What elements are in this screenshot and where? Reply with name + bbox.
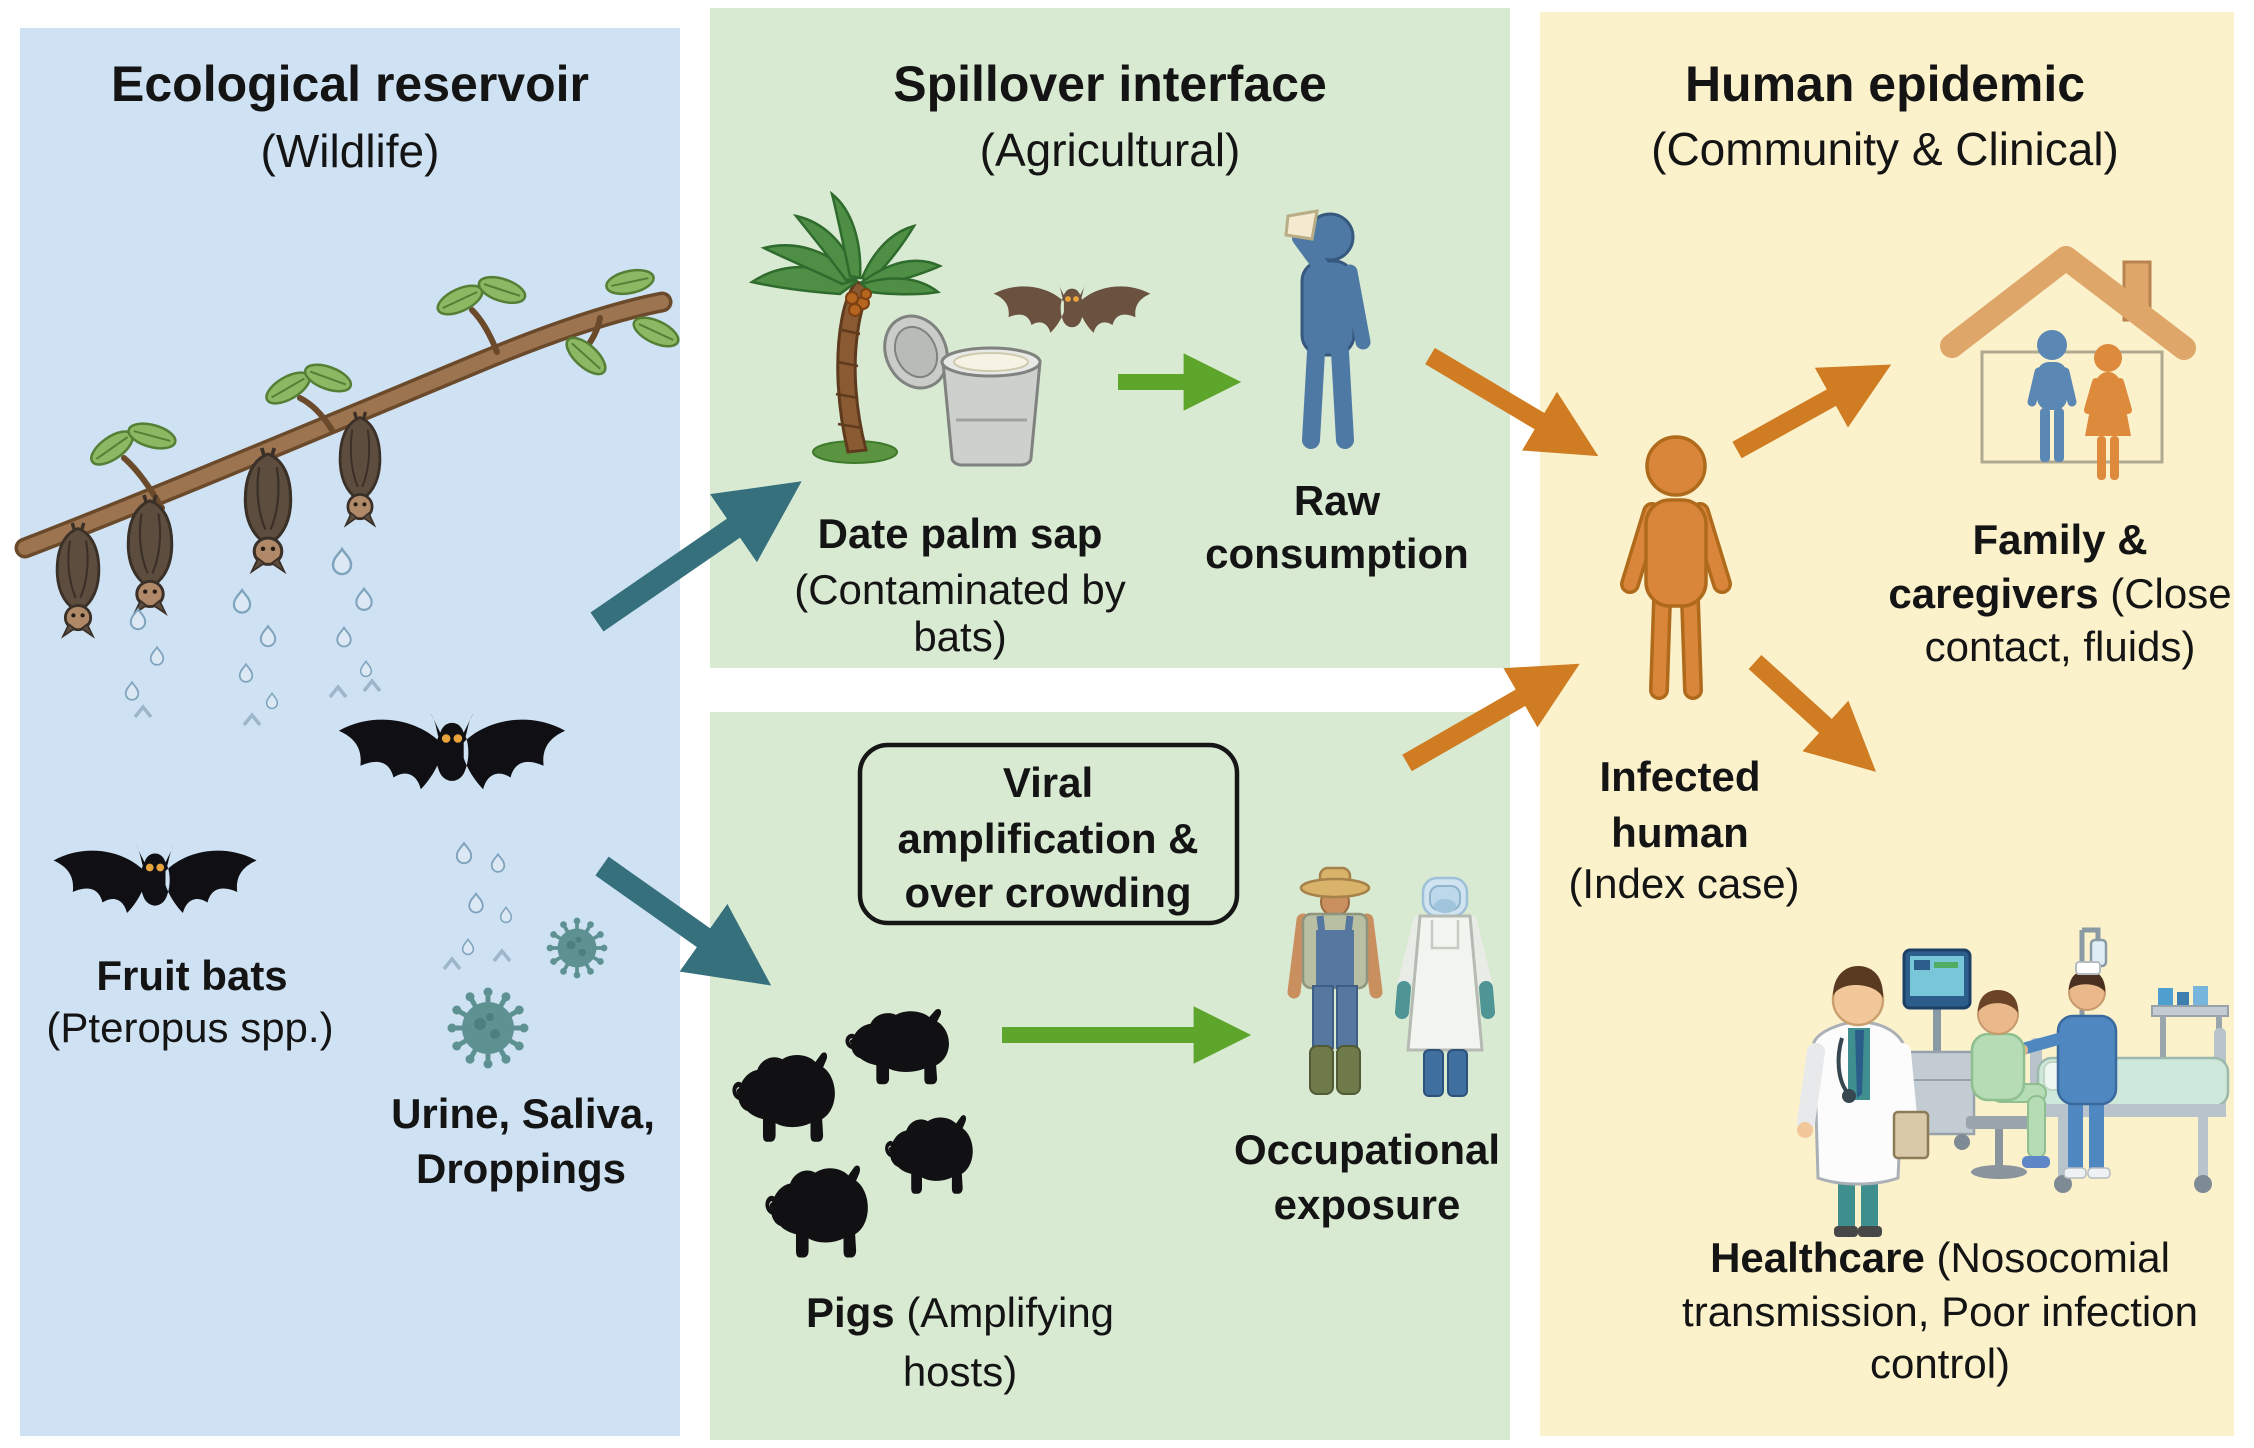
teal-arrow bbox=[590, 481, 802, 986]
healthcare-line2: transmission, Poor infection bbox=[1682, 1287, 2198, 1335]
amplification-line3: over crowding bbox=[904, 868, 1192, 916]
epidemic-title: Human epidemic bbox=[1684, 55, 2086, 112]
family-line1: Family & bbox=[1972, 515, 2148, 563]
infected-line2: human bbox=[1611, 808, 1749, 856]
flying-bat-icon bbox=[53, 713, 566, 913]
family-line3: contact, fluids) bbox=[1924, 622, 2196, 670]
family-line2: caregivers (Close bbox=[1888, 569, 2232, 617]
sap-bucket-icon bbox=[883, 314, 1042, 467]
secretions-line2: Droppings bbox=[416, 1144, 626, 1192]
sap-note-line1: (Contaminated by bbox=[794, 565, 1126, 613]
pigs-label: Pigs (Amplifying bbox=[805, 1288, 1115, 1336]
patient-icon bbox=[1966, 990, 2050, 1179]
orange-arrow bbox=[1402, 347, 1892, 772]
fruit-bats-label: Fruit bats bbox=[96, 951, 288, 999]
infected-line3: (Index case) bbox=[1568, 859, 1800, 907]
amplification-line2: amplification & bbox=[897, 814, 1199, 862]
foraging-bat-icon bbox=[993, 282, 1151, 333]
healthcare-line1: Healthcare (Nosocomial bbox=[1710, 1233, 2170, 1281]
family-man-icon bbox=[2027, 330, 2077, 462]
spillover-title: Spillover interface bbox=[893, 55, 1327, 112]
ppe-worker-icon bbox=[1395, 876, 1495, 1097]
human-epidemic-panel bbox=[1540, 12, 2234, 1436]
farmer-icon bbox=[1287, 866, 1383, 1095]
infected-human-icon bbox=[1620, 435, 1732, 700]
ecological-subtitle: (Wildlife) bbox=[260, 124, 440, 177]
pigs-note-line2: hosts) bbox=[902, 1347, 1018, 1395]
drinking-person-icon bbox=[1284, 209, 1371, 449]
droplets-icon bbox=[442, 842, 513, 971]
doctor-icon bbox=[1797, 966, 1930, 1237]
spillover-pigs-panel bbox=[710, 712, 1510, 1440]
healthcare-scene-icon bbox=[1797, 927, 2230, 1237]
secretions-line1: Urine, Saliva, bbox=[391, 1089, 655, 1137]
branch-icon bbox=[14, 265, 684, 559]
sap-label: Date palm sap bbox=[817, 509, 1103, 557]
healthcare-line3: control) bbox=[1869, 1339, 2011, 1387]
raw-line1: Raw bbox=[1293, 476, 1381, 524]
infected-line1: Infected bbox=[1599, 752, 1761, 800]
pigs-icon bbox=[734, 1009, 972, 1258]
occupational-line2: exposure bbox=[1273, 1180, 1461, 1228]
occupational-line1: Occupational bbox=[1233, 1125, 1501, 1173]
amplification-box bbox=[857, 742, 1240, 926]
epidemic-subtitle: (Community & Clinical) bbox=[1651, 122, 2119, 175]
house-icon bbox=[1940, 246, 2196, 464]
palm-tree-icon bbox=[748, 190, 944, 464]
raw-line2: consumption bbox=[1205, 529, 1469, 577]
amplification-line1: Viral bbox=[1002, 758, 1094, 806]
family-woman-icon bbox=[2084, 344, 2132, 480]
sap-note-line2: bats) bbox=[913, 612, 1007, 660]
fruit-bats-species: (Pteropus spp.) bbox=[46, 1003, 334, 1051]
green-arrow bbox=[1002, 353, 1252, 1064]
virus-icon bbox=[448, 915, 610, 1069]
ecological-title: Ecological reservoir bbox=[110, 55, 590, 112]
spillover-subtitle: (Agricultural) bbox=[979, 123, 1241, 176]
